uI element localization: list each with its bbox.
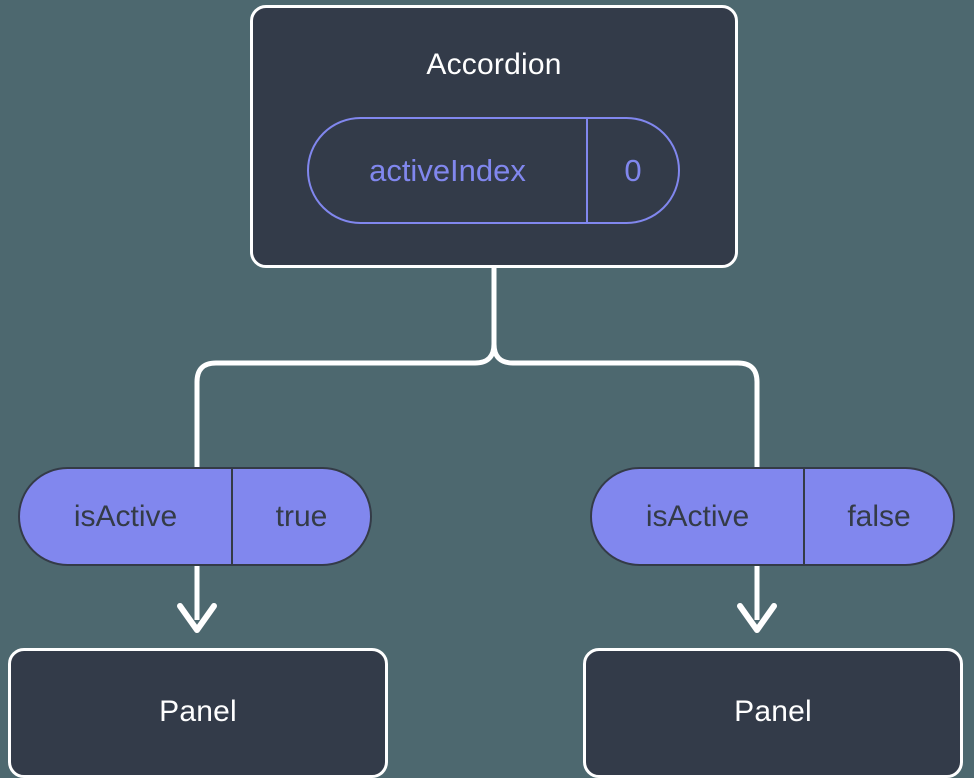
accordion-node-title: Accordion — [426, 48, 562, 81]
branch-connector-path-right — [491, 265, 760, 470]
prop-pill-right-key: isActive — [592, 469, 805, 564]
panel-node-right-title: Panel — [734, 695, 812, 728]
accordion-state-pill[interactable]: activeIndex 0 — [307, 117, 680, 224]
accordion-state-value: 0 — [624, 153, 642, 188]
prop-pill-left-value: true — [275, 499, 328, 533]
arrow-left — [177, 566, 217, 633]
panel-component-node-left[interactable]: Panel — [8, 648, 388, 778]
prop-pill-left-key: isActive — [20, 469, 233, 564]
prop-pill-right-value: false — [847, 499, 911, 533]
arrow-right — [737, 566, 777, 633]
panel-component-node-right[interactable]: Panel — [583, 648, 963, 778]
prop-pill-right[interactable]: isActive false — [590, 467, 955, 566]
accordion-state-key: activeIndex — [309, 119, 588, 222]
branch-connector-path — [194, 265, 497, 470]
prop-pill-left[interactable]: isActive true — [18, 467, 372, 566]
panel-node-left-title: Panel — [159, 695, 237, 728]
